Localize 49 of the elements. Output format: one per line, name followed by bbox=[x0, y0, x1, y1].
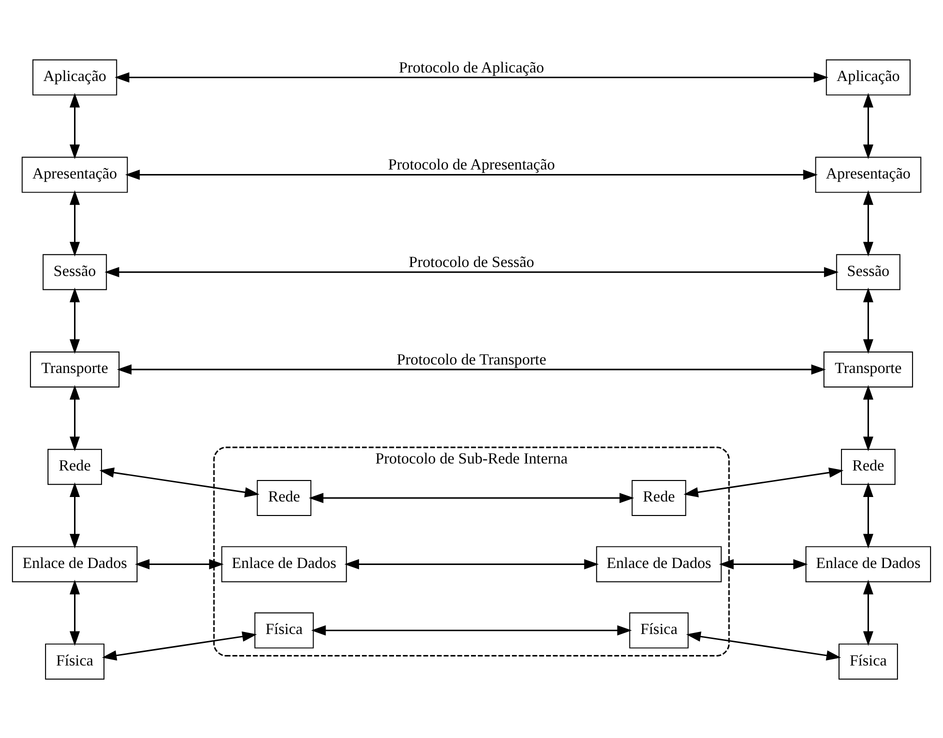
arrow bbox=[863, 482, 874, 548]
node-box: Rede bbox=[256, 480, 312, 516]
arrow bbox=[114, 72, 828, 82]
node-box: Apresentação bbox=[815, 156, 922, 192]
arrow bbox=[863, 579, 874, 646]
node-box: Rede bbox=[632, 480, 686, 516]
arrow bbox=[125, 169, 818, 180]
arrow bbox=[104, 266, 839, 277]
node-box: Física bbox=[254, 612, 314, 648]
arrow bbox=[70, 384, 80, 451]
arrow bbox=[863, 384, 874, 451]
arrow bbox=[102, 630, 257, 660]
arrow bbox=[686, 630, 842, 660]
node-box: Enlace de Dados bbox=[12, 546, 138, 582]
arrow bbox=[863, 287, 874, 354]
arrow bbox=[70, 92, 80, 159]
arrow bbox=[70, 579, 80, 646]
edge-label: Protocolo de Transporte bbox=[396, 350, 546, 368]
edge-label: Protocolo de Sessão bbox=[408, 254, 534, 271]
node-box: Aplicação bbox=[32, 58, 118, 95]
node-box: Física bbox=[45, 643, 104, 680]
arrow bbox=[134, 558, 224, 569]
node-box: Aplicação bbox=[826, 58, 911, 95]
node-box: Enlace de Dados bbox=[805, 546, 932, 582]
arrow bbox=[684, 467, 844, 497]
arrow bbox=[70, 287, 80, 354]
arrow bbox=[70, 482, 80, 548]
node-box: Transporte bbox=[823, 350, 914, 388]
edge-label: Protocolo de Aplicação bbox=[398, 58, 544, 76]
arrow bbox=[863, 92, 874, 159]
node-box: Enlace de Dados bbox=[596, 546, 722, 582]
node-box: Rede bbox=[48, 448, 102, 484]
arrow bbox=[99, 467, 260, 497]
node-box: Física bbox=[629, 612, 689, 648]
node-box: Sessão bbox=[42, 254, 107, 290]
arrow bbox=[344, 558, 599, 569]
node-box: Enlace de Dados bbox=[221, 546, 347, 582]
arrow bbox=[70, 190, 80, 256]
arrow bbox=[116, 364, 826, 374]
node-box: Transporte bbox=[30, 350, 120, 388]
arrow bbox=[863, 190, 874, 256]
arrow bbox=[308, 492, 634, 503]
node-box: Apresentação bbox=[22, 156, 128, 192]
node-box: Sessão bbox=[836, 254, 900, 290]
node-box: Física bbox=[838, 643, 898, 680]
arrow bbox=[311, 624, 632, 636]
node-box: Rede bbox=[840, 448, 896, 484]
arrow bbox=[719, 558, 808, 569]
edge-label: Protocolo de Apresentação bbox=[388, 156, 555, 174]
